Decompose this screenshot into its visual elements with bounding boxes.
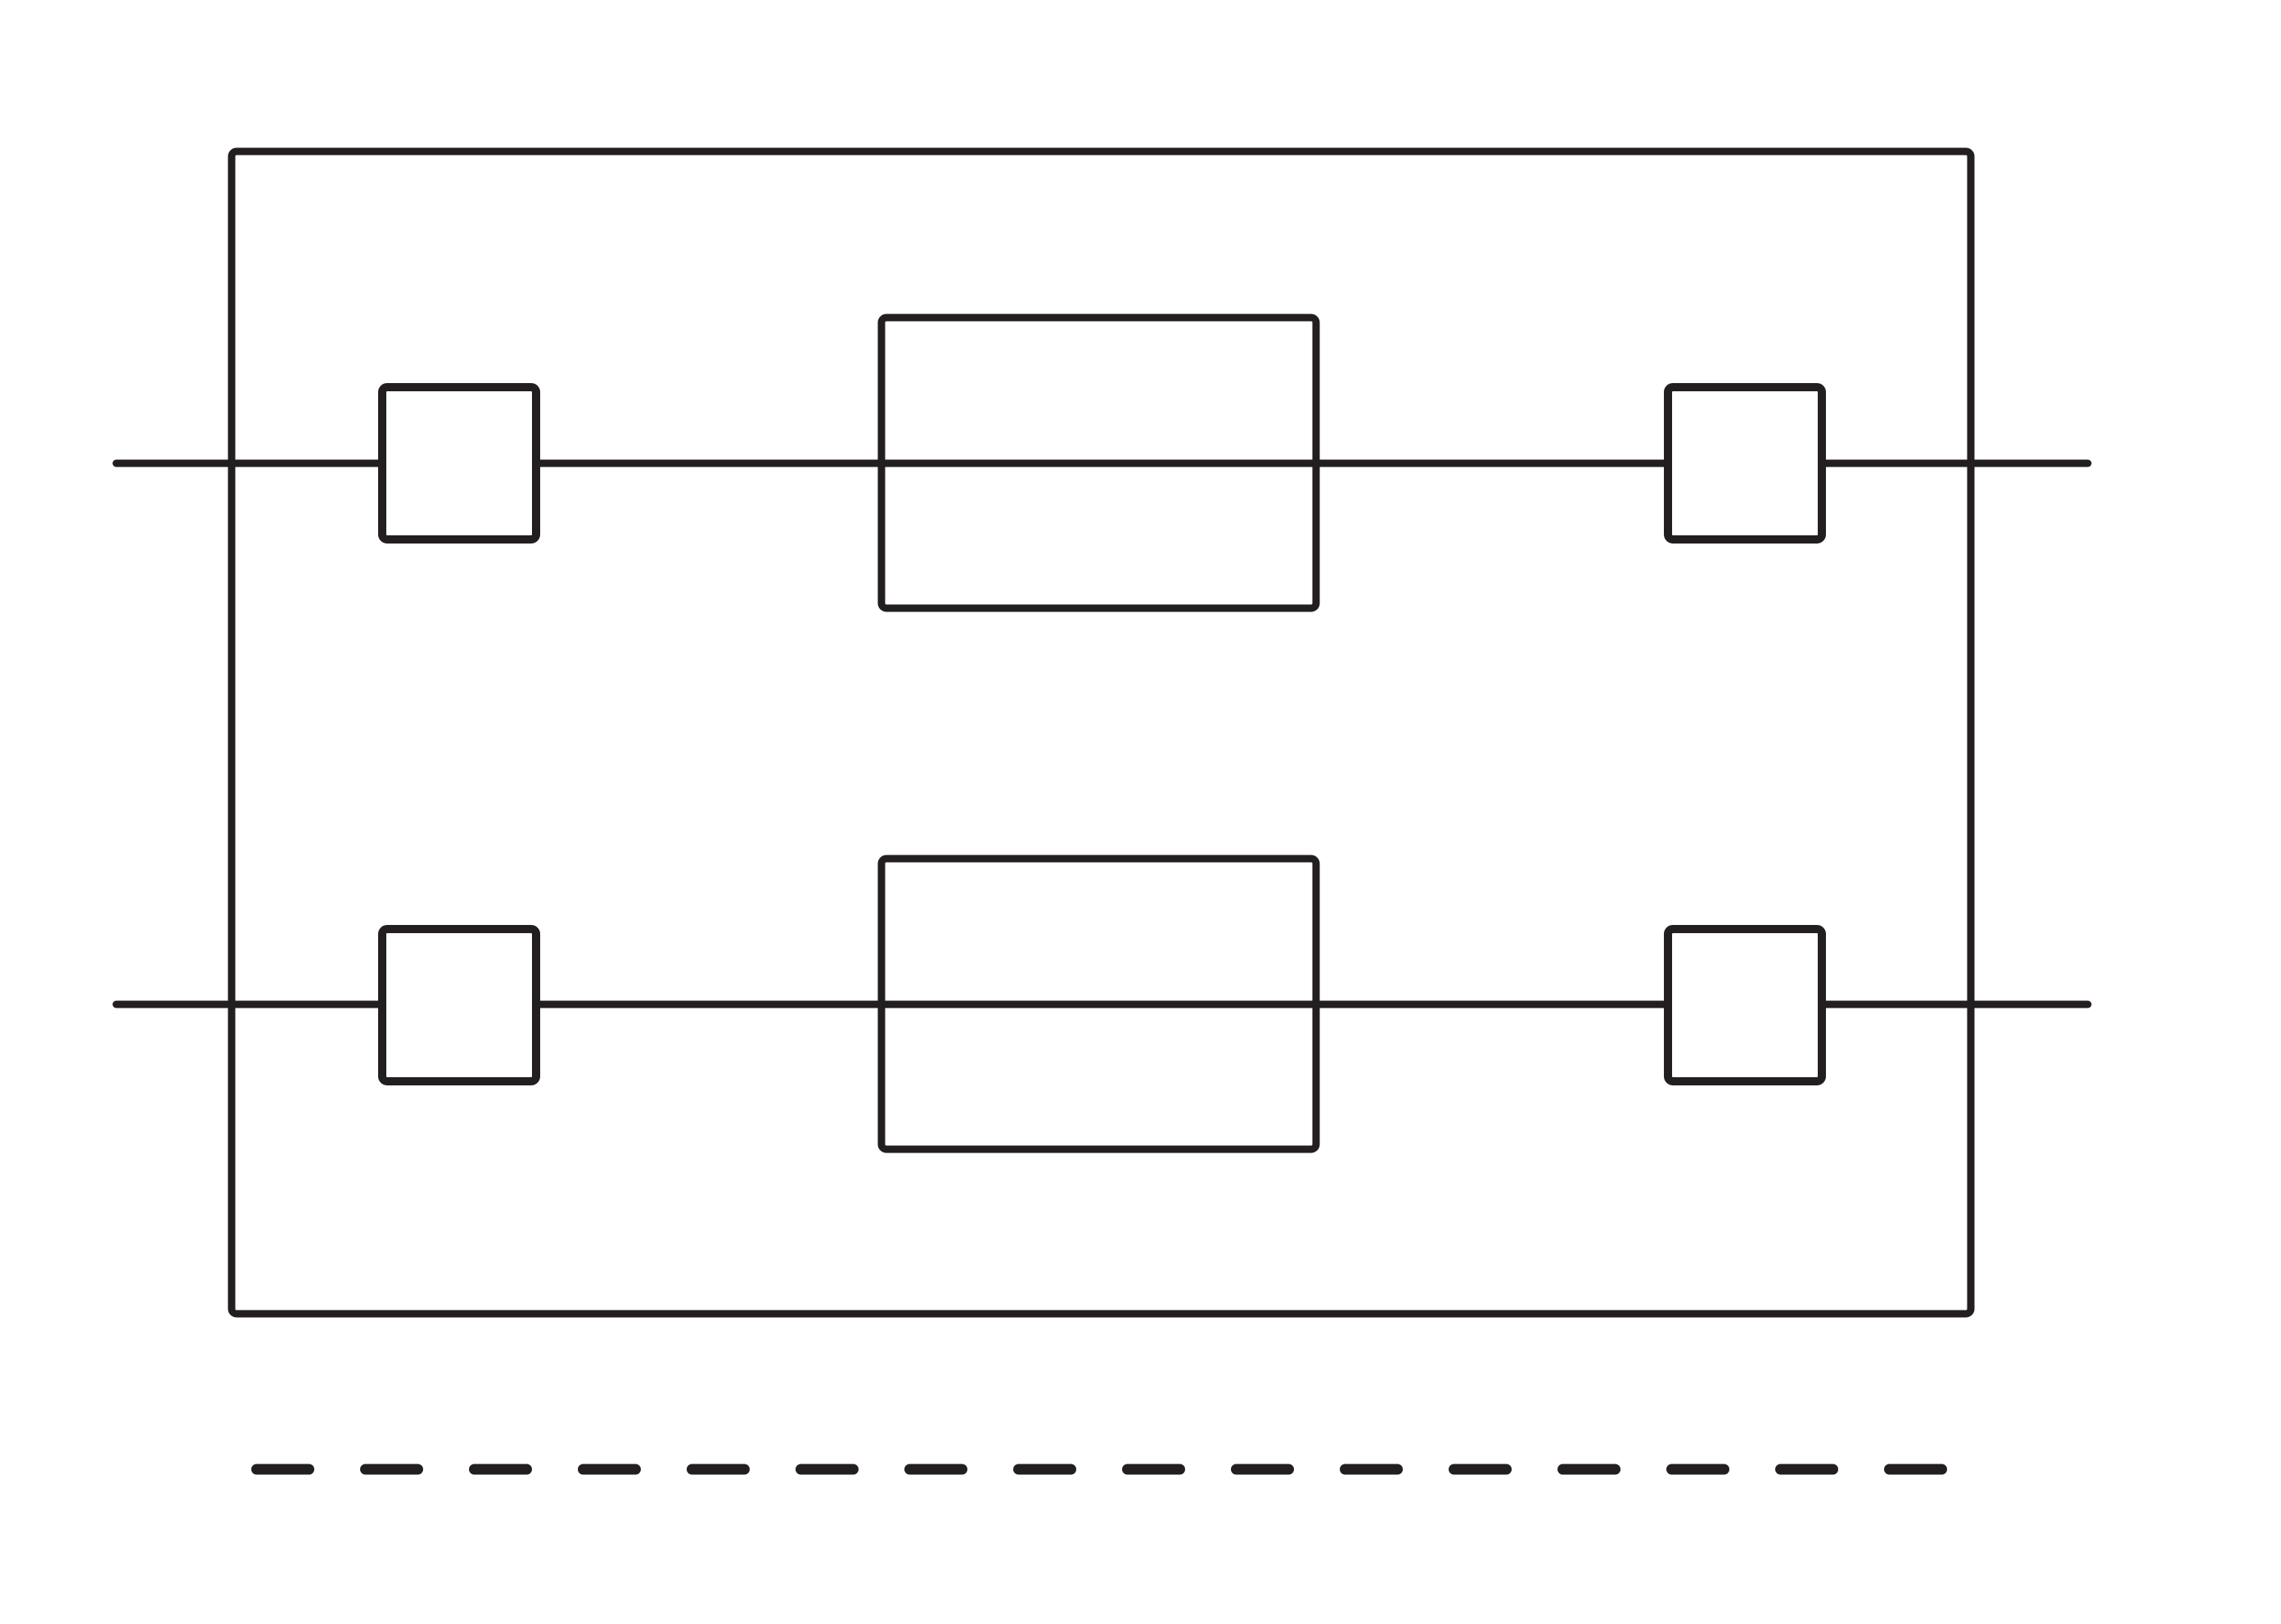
contact-square-top-right bbox=[1664, 383, 1826, 544]
component-box-bottom bbox=[877, 855, 1320, 1153]
contact-square-bottom-left bbox=[378, 925, 540, 1085]
terminal-block-outline bbox=[228, 147, 1975, 1318]
contact-square-bottom-right bbox=[1664, 925, 1826, 1085]
contact-square-top-left bbox=[378, 383, 540, 544]
component-box-top bbox=[877, 314, 1320, 612]
